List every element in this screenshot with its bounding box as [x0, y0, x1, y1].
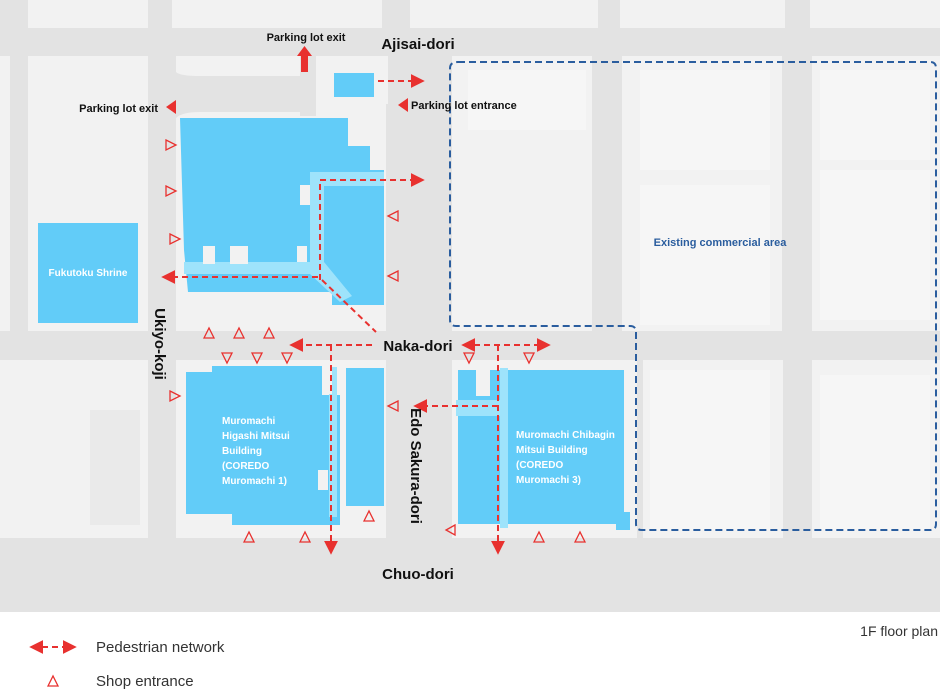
parking-exit-top-label: Parking lot exit	[267, 32, 346, 44]
north-complex	[180, 73, 384, 305]
parking-exit-top-arrow	[297, 46, 312, 72]
legend-pedestrian-label: Pedestrian network	[96, 639, 225, 656]
legend-shop-label: Shop entrance	[96, 673, 194, 690]
parking-arrows	[166, 46, 408, 114]
inner-blocks	[90, 70, 930, 530]
north-passage	[184, 172, 384, 302]
svg-text:Mitsui Building: Mitsui Building	[516, 445, 588, 456]
parking-ramp	[176, 72, 300, 118]
parking-entrance-label: Parking lot entrance	[411, 100, 517, 112]
svg-text:(COREDO: (COREDO	[516, 460, 563, 471]
street-edo: Edo Sakura-dori	[407, 408, 424, 524]
street-naka: Naka-dori	[383, 338, 452, 355]
existing-area-border	[449, 61, 937, 531]
svg-text:Muromachi 3): Muromachi 3)	[516, 475, 581, 486]
shop-entrance-icon	[46, 674, 60, 687]
small-building	[334, 73, 374, 97]
parking-entrance-arrow	[398, 98, 408, 112]
existing-area-label: Existing commercial area	[654, 237, 788, 249]
ped-arrow-diag	[321, 279, 377, 333]
shop-entrances	[165, 138, 587, 543]
ped-arrow-north	[319, 173, 425, 280]
higashi-label: Muromachi Higashi Mitsui Building (CORED…	[222, 416, 290, 487]
pedestrian-network	[161, 74, 551, 555]
legend-shop: Shop entrance	[46, 673, 194, 690]
svg-text:Building: Building	[222, 446, 262, 457]
street-ukiyo: Ukiyo-koji	[151, 308, 168, 380]
fukutoku-shrine	[38, 223, 138, 323]
svg-text:Higashi Mitsui: Higashi Mitsui	[222, 431, 290, 442]
legend-pedestrian: Pedestrian network	[29, 639, 225, 656]
svg-text:Muromachi: Muromachi	[222, 416, 276, 427]
street-chuo: Chuo-dori	[382, 566, 454, 583]
parking-exit-left-label: Parking lot exit	[79, 103, 158, 115]
svg-text:(COREDO: (COREDO	[222, 461, 269, 472]
legend: Pedestrian network Shop entrance	[29, 639, 225, 690]
parking-exit-left-arrow	[166, 100, 176, 114]
higashi-mitsui-building	[186, 366, 384, 525]
svg-text:Muromachi 1): Muromachi 1)	[222, 476, 287, 487]
floor-plan-label: 1F floor plan	[860, 623, 938, 639]
street-ajisai: Ajisai-dori	[381, 36, 454, 53]
svg-text:Muromachi Chibagin: Muromachi Chibagin	[516, 430, 615, 441]
shrine-label: Fukutoku Shrine	[49, 268, 128, 279]
chibagin-label: Muromachi Chibagin Mitsui Building (CORE…	[516, 430, 615, 486]
chibagin-mitsui-building	[456, 368, 630, 530]
